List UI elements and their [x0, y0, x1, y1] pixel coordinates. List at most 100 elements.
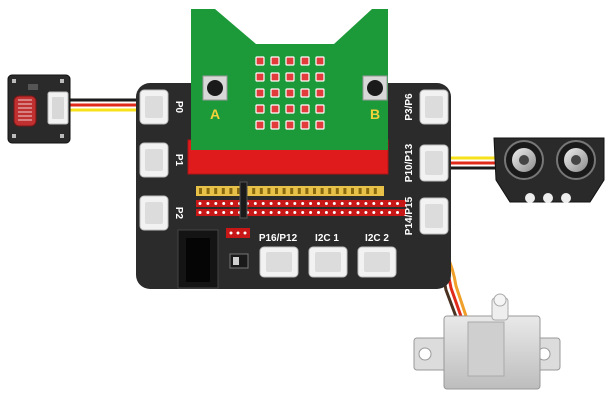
led	[315, 56, 325, 66]
power-pin	[372, 211, 376, 214]
header-pin	[297, 188, 301, 194]
port-p1[interactable]	[139, 142, 169, 178]
led	[285, 104, 295, 114]
header-pin	[252, 188, 256, 194]
power-pin	[348, 202, 352, 205]
port-i2c1[interactable]	[308, 246, 348, 278]
header-pin	[267, 188, 271, 194]
power-pin	[380, 211, 384, 214]
power-pin	[372, 202, 376, 205]
power-pin	[230, 202, 234, 205]
port-label-p10-p13: P10/P13	[404, 143, 415, 182]
port-p10-p13[interactable]	[419, 144, 449, 182]
led	[315, 72, 325, 82]
header-pin	[237, 188, 240, 194]
button-a[interactable]	[202, 75, 228, 101]
power-pin	[317, 202, 320, 205]
led	[300, 120, 310, 130]
power-header	[198, 202, 399, 214]
led	[255, 56, 265, 66]
led	[300, 88, 310, 98]
header-pin	[290, 188, 294, 194]
led	[285, 120, 295, 130]
port-label-p14-p15: P14/P15	[404, 196, 415, 235]
header-pin	[214, 188, 218, 194]
port-p2[interactable]	[139, 195, 169, 231]
power-pin	[332, 202, 336, 205]
port-label-p3-p6: P3/P6	[404, 93, 415, 121]
power-pin	[206, 202, 210, 205]
led	[255, 72, 265, 82]
header-pin	[199, 188, 202, 194]
power-pin	[277, 211, 281, 214]
header-pin	[366, 188, 370, 194]
led	[255, 104, 265, 114]
power-pin	[340, 211, 344, 214]
ultrasonic-cable	[446, 156, 500, 170]
power-pin	[269, 202, 273, 205]
led	[300, 104, 310, 114]
header-pin	[259, 188, 263, 194]
port-label-p16-p12: P16/P12	[259, 233, 298, 244]
power-pin	[364, 211, 368, 214]
led	[300, 56, 310, 66]
power-pin	[293, 211, 297, 214]
power-pin	[388, 202, 392, 205]
power-pin	[396, 202, 399, 205]
led	[255, 88, 265, 98]
header-pin	[229, 188, 233, 194]
left-ports: P0 P1 P2	[139, 89, 184, 231]
led	[270, 88, 280, 98]
power-pin	[198, 202, 202, 205]
led	[300, 72, 310, 82]
header-pin	[275, 188, 278, 194]
power-pin	[222, 211, 226, 214]
button-b[interactable]	[362, 75, 388, 101]
led	[315, 88, 325, 98]
power-pin	[380, 202, 384, 205]
led	[270, 104, 280, 114]
header-pin	[320, 188, 324, 194]
power-pin	[285, 211, 289, 214]
power-pin	[317, 211, 320, 214]
power-pin	[356, 202, 360, 205]
power-pin	[261, 202, 265, 205]
port-label-i2c1: I2C 1	[315, 233, 339, 244]
led	[285, 56, 295, 66]
led	[315, 104, 325, 114]
header-pin	[328, 188, 332, 194]
header-pin	[206, 188, 210, 194]
port-p16-p12[interactable]	[259, 246, 299, 278]
header-pin	[358, 188, 362, 194]
power-pin	[230, 211, 234, 214]
led	[270, 120, 280, 130]
microbit-board: A B	[191, 9, 388, 150]
bottom-ports: P16/P12 I2C 1 I2C 2	[259, 233, 397, 278]
led	[270, 72, 280, 82]
led	[315, 120, 325, 130]
power-pin	[364, 202, 368, 205]
port-p14-p15[interactable]	[419, 197, 449, 235]
power-pin	[206, 211, 210, 214]
port-p0[interactable]	[139, 89, 169, 125]
power-pin	[396, 211, 399, 214]
port-label-p1: P1	[173, 154, 184, 167]
power-pin	[277, 202, 281, 205]
right-ports: P3/P6 P10/P13 P14/P15	[404, 89, 449, 235]
power-pin	[324, 211, 328, 214]
header-pin	[351, 188, 354, 194]
ultrasonic-sensor-module	[493, 137, 605, 203]
button-a-label: A	[210, 106, 220, 122]
header-pin	[335, 188, 339, 194]
led-matrix	[255, 56, 325, 130]
led	[255, 120, 265, 130]
power-pin	[356, 211, 360, 214]
port-p3-p6[interactable]	[419, 89, 449, 125]
power-pin	[198, 211, 202, 214]
header-pin	[373, 188, 377, 194]
light-sensor-cable	[66, 98, 142, 112]
port-label-p0: P0	[173, 101, 184, 114]
port-i2c2[interactable]	[357, 246, 397, 278]
led	[285, 88, 295, 98]
